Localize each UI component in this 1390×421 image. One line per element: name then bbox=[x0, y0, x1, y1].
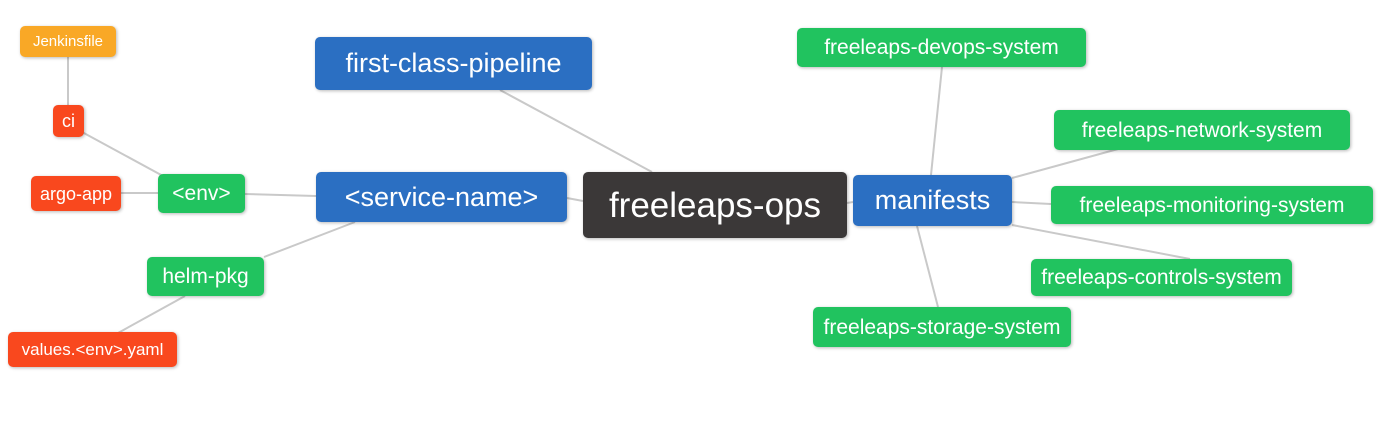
node-env[interactable]: <env> bbox=[158, 174, 245, 213]
edge-manifests--freeleaps-network-system bbox=[1011, 148, 1119, 179]
edge-helm-pkg--service-name bbox=[263, 221, 356, 258]
node-freeleaps-network-system[interactable]: freeleaps-network-system bbox=[1054, 110, 1350, 150]
node-label: freeleaps-network-system bbox=[1081, 118, 1323, 142]
node-label: freeleaps-storage-system bbox=[823, 315, 1061, 339]
node-freeleaps-storage-system[interactable]: freeleaps-storage-system bbox=[813, 307, 1071, 347]
node-label: <service-name> bbox=[344, 181, 539, 212]
edge-manifests--freeleaps-monitoring-system bbox=[1011, 201, 1052, 205]
node-label: freeleaps-ops bbox=[608, 185, 822, 225]
edge-manifests--freeleaps-controls-system bbox=[1011, 224, 1191, 260]
node-label: helm-pkg bbox=[162, 265, 249, 288]
edge-manifests--freeleaps-devops-system bbox=[930, 66, 943, 176]
node-helm-pkg[interactable]: helm-pkg bbox=[147, 257, 264, 296]
node-label: ci bbox=[62, 111, 75, 131]
node-label: manifests bbox=[874, 185, 991, 215]
node-service-name[interactable]: <service-name> bbox=[316, 172, 567, 222]
node-values-env-yaml[interactable]: values.<env>.yaml bbox=[8, 332, 177, 367]
node-freeleaps-ops[interactable]: freeleaps-ops bbox=[583, 172, 847, 238]
node-label: values.<env>.yaml bbox=[21, 340, 164, 359]
node-label: first-class-pipeline bbox=[345, 48, 562, 78]
edge-service-name--freeleaps-ops bbox=[566, 197, 584, 202]
node-ci[interactable]: ci bbox=[53, 105, 84, 137]
node-manifests[interactable]: manifests bbox=[853, 175, 1012, 226]
node-label: freeleaps-devops-system bbox=[824, 36, 1059, 59]
node-freeleaps-controls-system[interactable]: freeleaps-controls-system bbox=[1031, 259, 1292, 296]
node-freeleaps-devops-system[interactable]: freeleaps-devops-system bbox=[797, 28, 1086, 67]
node-label: freeleaps-monitoring-system bbox=[1079, 193, 1345, 217]
node-argo-app[interactable]: argo-app bbox=[31, 176, 121, 211]
node-jenkinsfile[interactable]: Jenkinsfile bbox=[20, 26, 116, 57]
edge-first-class-pipeline--freeleaps-ops bbox=[499, 89, 653, 173]
node-freeleaps-monitoring-system[interactable]: freeleaps-monitoring-system bbox=[1051, 186, 1373, 224]
edge-values-env-yaml--helm-pkg bbox=[117, 295, 186, 334]
node-label: <env> bbox=[172, 182, 231, 205]
node-label: argo-app bbox=[39, 183, 113, 204]
node-label: Jenkinsfile bbox=[32, 33, 104, 50]
edge-manifests--freeleaps-storage-system bbox=[916, 225, 939, 308]
edge-env--service-name bbox=[244, 193, 317, 197]
node-first-class-pipeline[interactable]: first-class-pipeline bbox=[315, 37, 592, 90]
edge-ci--env bbox=[81, 131, 164, 177]
node-label: freeleaps-controls-system bbox=[1041, 266, 1282, 289]
